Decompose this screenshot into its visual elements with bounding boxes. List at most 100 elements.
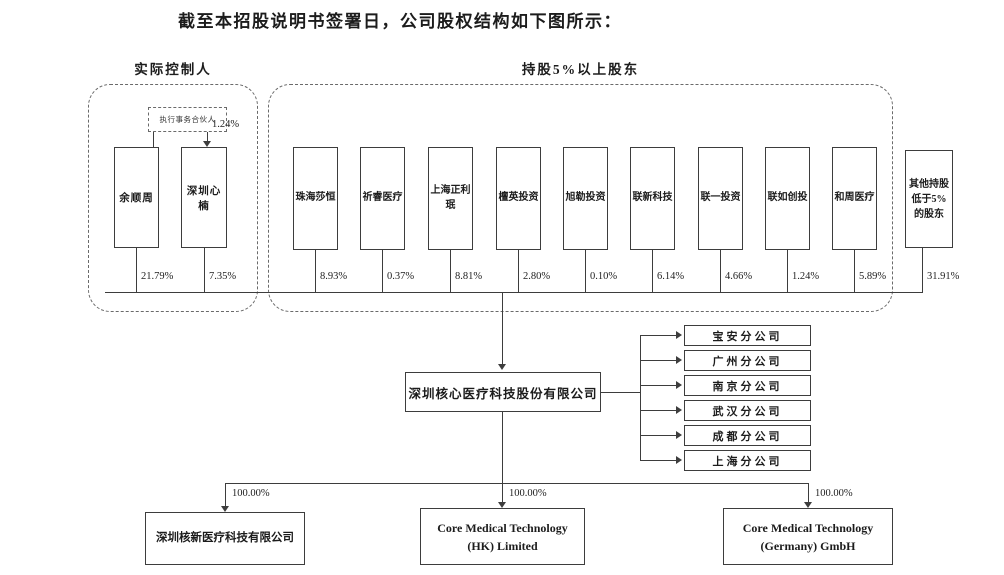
arrow-down-icon [221, 506, 229, 512]
connector [640, 335, 642, 461]
branch-name: 上海分公司 [712, 455, 783, 468]
ownership-percent: 100.00% [232, 488, 270, 499]
ownership-percent: 100.00% [509, 488, 547, 499]
arrow-down-icon [804, 502, 812, 508]
connector [640, 385, 677, 387]
connector [207, 132, 209, 142]
connector [502, 292, 504, 365]
connector [787, 250, 789, 292]
company-box: 深圳核心医疗科技股份有限公司 [405, 372, 601, 412]
shareholder-name: 联新科技 [632, 192, 673, 204]
arrow-right-icon [676, 381, 682, 389]
controller-group-label: 实际控制人 [134, 62, 212, 77]
partner-percent: 1.24% [212, 119, 240, 130]
ownership-percent: 0.37% [387, 271, 415, 282]
connector [502, 412, 504, 483]
branch-name: 广州分公司 [712, 355, 783, 368]
company-name: 深圳核心医疗科技股份有限公司 [408, 386, 598, 401]
subsidiary-name: Core Medical Technology (HK) Limited [437, 520, 568, 553]
shareholder-name: 联如创投 [767, 192, 808, 204]
subsidiary-box: 深圳核新医疗科技有限公司 [145, 512, 305, 565]
connector [153, 132, 155, 148]
shareholder-name: 檀英投资 [498, 192, 539, 204]
shareholder-name: 联一投资 [700, 192, 741, 204]
other-shareholders-box: 其他持股低于5%的股东 [905, 150, 953, 248]
arrow-right-icon [676, 331, 682, 339]
arrow-right-icon [676, 456, 682, 464]
connector [585, 250, 587, 292]
shareholder-box: 祈睿医疗 [360, 147, 405, 250]
branch-box: 宝安分公司 [684, 325, 811, 346]
shareholder-box-controller-1: 余顺周 [114, 147, 159, 248]
subsidiary-box: Core Medical Technology (Germany) GmbH [723, 508, 893, 565]
connector [450, 250, 452, 292]
shareholder-name: 和周医疗 [834, 192, 875, 204]
controller-group-border [88, 84, 258, 312]
connector [720, 250, 722, 292]
page-title: 截至本招股说明书签署日，公司股权结构如下图所示： [178, 12, 622, 31]
ownership-percent: 31.91% [927, 271, 960, 282]
arrow-down-icon [498, 502, 506, 508]
subsidiary-name: Core Medical Technology (Germany) GmbH [742, 520, 874, 553]
shareholder-name: 旭勒投资 [565, 192, 606, 204]
connector [225, 483, 809, 485]
shareholder-box: 和周医疗 [832, 147, 877, 250]
connector [105, 292, 923, 294]
major-group-label: 持股5%以上股东 [521, 62, 640, 77]
ownership-percent: 8.81% [455, 271, 483, 282]
connector [640, 410, 677, 412]
arrow-right-icon [676, 431, 682, 439]
subsidiary-name: 深圳核新医疗科技有限公司 [156, 531, 294, 544]
branch-box: 成都分公司 [684, 425, 811, 446]
shareholder-name: 上海正利珉 [430, 185, 471, 211]
arrow-down-icon [203, 141, 211, 147]
shareholder-box: 联如创投 [765, 147, 810, 250]
shareholder-box: 旭勒投资 [563, 147, 608, 250]
branch-box: 上海分公司 [684, 450, 811, 471]
shareholder-box: 上海正利珉 [428, 147, 473, 250]
branch-name: 宝安分公司 [712, 330, 783, 343]
branch-box: 南京分公司 [684, 375, 811, 396]
shareholder-box-controller-2: 深圳心楠 [181, 147, 227, 248]
arrow-down-icon [498, 364, 506, 370]
connector [518, 250, 520, 292]
ownership-percent: 2.80% [523, 271, 551, 282]
shareholder-name: 深圳心楠 [186, 185, 222, 212]
ownership-percent: 8.93% [320, 271, 348, 282]
connector [808, 483, 810, 503]
connector [601, 392, 640, 394]
shareholder-name: 其他持股低于5%的股东 [909, 178, 949, 220]
shareholder-name: 祈睿医疗 [362, 192, 403, 204]
connector [640, 360, 677, 362]
ownership-percent: 7.35% [209, 271, 237, 282]
branch-box: 武汉分公司 [684, 400, 811, 421]
connector [652, 250, 654, 292]
subsidiary-box: Core Medical Technology (HK) Limited [420, 508, 585, 565]
connector [640, 435, 677, 437]
ownership-percent: 1.24% [792, 271, 820, 282]
branch-name: 武汉分公司 [712, 405, 783, 418]
ownership-percent: 6.14% [657, 271, 685, 282]
shareholder-name: 余顺周 [119, 193, 154, 204]
arrow-right-icon [676, 406, 682, 414]
ownership-percent: 21.79% [141, 271, 174, 282]
connector [136, 248, 138, 292]
ownership-percent: 0.10% [590, 271, 618, 282]
executing-partner-note: 执行事务合伙人 [148, 107, 227, 132]
branch-box: 广州分公司 [684, 350, 811, 371]
connector [502, 483, 504, 503]
ownership-percent: 4.66% [725, 271, 753, 282]
arrow-right-icon [676, 356, 682, 364]
branch-name: 南京分公司 [712, 380, 783, 393]
shareholder-box: 联新科技 [630, 147, 675, 250]
shareholder-box: 珠海莎恒 [293, 147, 338, 250]
connector [315, 250, 317, 292]
connector [382, 250, 384, 292]
connector [225, 483, 227, 507]
shareholder-box: 联一投资 [698, 147, 743, 250]
major-group-border [268, 84, 893, 312]
connector [640, 335, 677, 337]
shareholder-name: 珠海莎恒 [295, 192, 336, 204]
connector [640, 460, 677, 462]
